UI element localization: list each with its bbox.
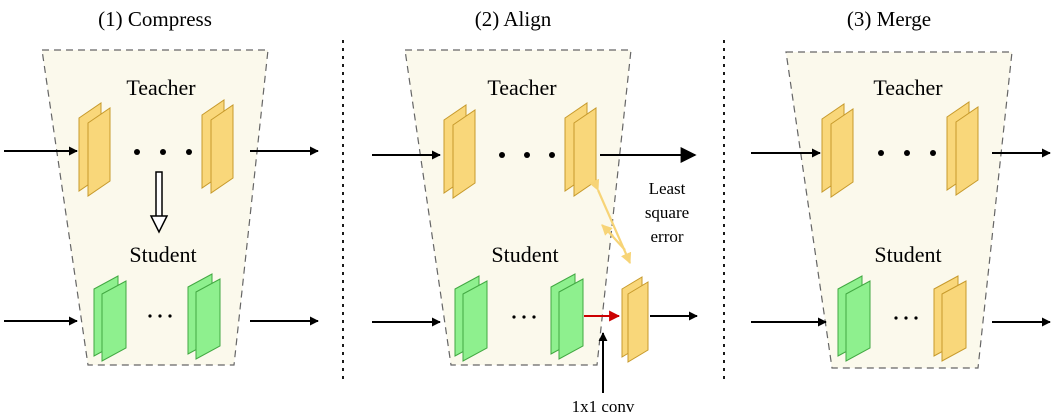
ellipsis-dots bbox=[148, 314, 172, 318]
panel-align: (2) Align Teacher Least square error Stu… bbox=[372, 7, 698, 416]
teacher-label: Teacher bbox=[126, 75, 196, 100]
ellipsis-dots bbox=[134, 149, 192, 155]
panel-title: (2) Align bbox=[475, 7, 552, 31]
least-square-error-line: error bbox=[650, 227, 683, 246]
ellipsis-dots bbox=[878, 150, 936, 156]
least-square-error-link bbox=[588, 178, 632, 265]
teacher-last-layer bbox=[201, 99, 234, 194]
panel-compress: (1) Compress Teacher Student bbox=[4, 7, 319, 366]
teacher-last-layer bbox=[564, 102, 597, 197]
student-last-layer bbox=[187, 273, 221, 360]
ellipsis-dots bbox=[512, 315, 536, 319]
teacher-label: Teacher bbox=[487, 75, 557, 100]
student-first-layer bbox=[454, 275, 488, 362]
student-first-layer bbox=[93, 275, 127, 362]
least-square-error-line: square bbox=[645, 203, 689, 222]
student-label: Student bbox=[874, 242, 941, 267]
panel-merge: (3) Merge Teacher Student bbox=[751, 7, 1051, 369]
teacher-first-layer bbox=[78, 102, 111, 197]
compress-arrow bbox=[149, 171, 169, 234]
conv-label: 1x1 conv bbox=[572, 397, 635, 416]
ellipsis-dots bbox=[499, 152, 555, 158]
student-label: Student bbox=[491, 242, 558, 267]
student-first-layer bbox=[837, 275, 871, 362]
projected-student-layer bbox=[621, 276, 649, 363]
least-square-error-line: Least bbox=[649, 179, 686, 198]
merged-last-layer bbox=[933, 275, 967, 362]
teacher-last-layer bbox=[946, 101, 979, 196]
student-last-layer bbox=[550, 273, 584, 360]
ellipsis-dots bbox=[894, 316, 918, 320]
teacher-first-layer bbox=[443, 104, 476, 199]
panel-title: (3) Merge bbox=[847, 7, 931, 31]
least-square-error-label: Least square error bbox=[645, 179, 689, 246]
panel-title: (1) Compress bbox=[98, 7, 212, 31]
student-label: Student bbox=[129, 242, 196, 267]
teacher-first-layer bbox=[821, 103, 854, 198]
teacher-label: Teacher bbox=[873, 75, 943, 100]
